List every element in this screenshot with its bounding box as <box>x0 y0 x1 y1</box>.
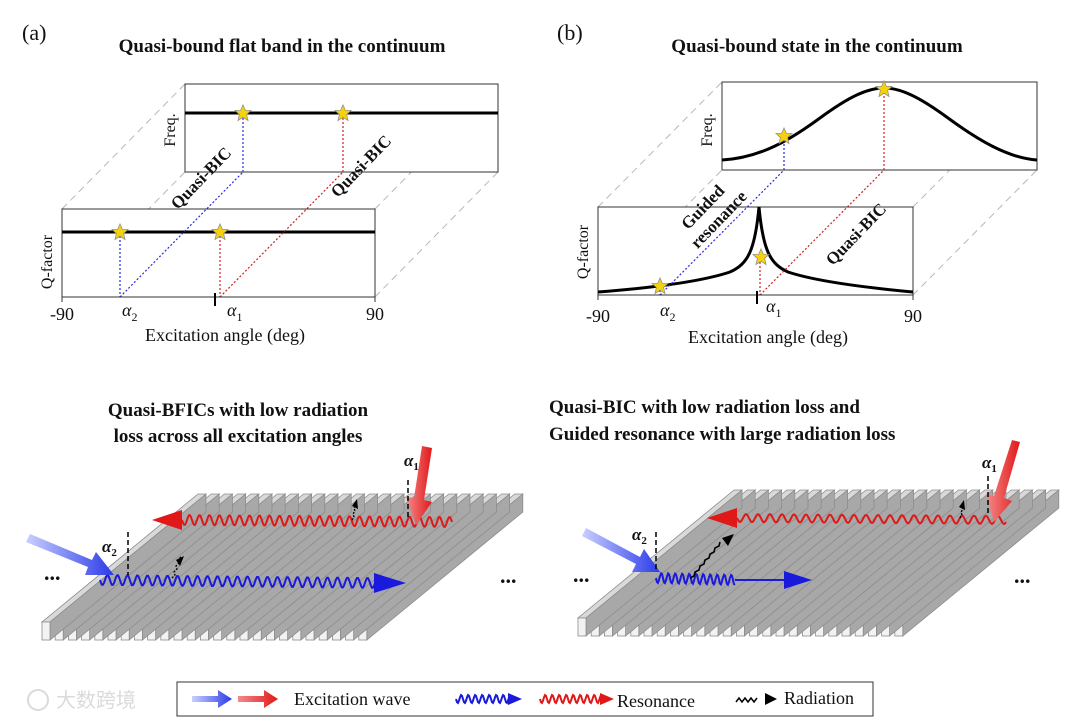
grating-a-overlays: α2 α1 <box>26 446 453 593</box>
panel-a-letter: (a) <box>22 20 46 45</box>
grating-a-blue-resonance-arrowhead <box>374 573 406 593</box>
grating-a-right-dots: ... <box>500 563 517 588</box>
panel-a-caption-line1: Quasi-BFICs with low radiation <box>108 400 369 421</box>
grating-a-blue-resonance-wave <box>99 574 377 589</box>
panel-a-q-label: Q-factor <box>39 234 56 289</box>
grating-b-radiation-large <box>689 541 721 579</box>
panel-a-title: Quasi-bound flat band in the continuum <box>119 36 446 57</box>
legend-excitation-label: Excitation wave <box>294 689 410 709</box>
panel-a-blue-connector <box>119 113 244 298</box>
panel-a-caption-line2: loss across all excitation angles <box>114 426 363 447</box>
grating-a-alpha2: α2 <box>102 537 117 559</box>
grating-a-left-dots: ... <box>44 560 61 585</box>
panel-a-x-max: 90 <box>366 304 384 324</box>
watermark-logo-icon <box>27 689 49 711</box>
legend-blue-excitation-icon <box>192 690 232 708</box>
legend-blue-resonance-icon <box>455 693 511 705</box>
grating-b-red-resonance-wave <box>736 512 1007 526</box>
panel-b-x-min: -90 <box>586 306 610 326</box>
legend-red-excitation-icon <box>238 690 278 708</box>
grating-a-red-excitation-arrow <box>406 446 432 525</box>
grating-ridge-front <box>577 617 587 637</box>
grating-b-blue-resonance-arrowhead <box>784 571 812 589</box>
watermark: 大数跨境 <box>27 689 136 712</box>
grating-a-red-resonance-arrowhead <box>152 510 182 530</box>
legend-red-resonance-icon <box>539 693 603 705</box>
legend-radiation-label: Radiation <box>784 688 854 708</box>
panel-b-letter: (b) <box>557 20 583 45</box>
panel-b-alpha2: α2 <box>660 300 675 324</box>
watermark-text: 大数跨境 <box>56 689 136 712</box>
grating-a-red-resonance-wave <box>181 514 453 528</box>
legend-resonance-label: Resonance <box>617 691 695 711</box>
grating-b-alpha2: α2 <box>632 525 647 547</box>
panel-a-alpha2: α2 <box>122 300 137 324</box>
panel-b-xlabel: Excitation angle (deg) <box>688 327 848 348</box>
grating-b-overlays: α2 α1 <box>582 440 1020 589</box>
grating-b <box>576 489 1060 637</box>
grating-b-red-excitation-arrow <box>986 440 1020 522</box>
grating-b-alpha1: α1 <box>982 453 997 475</box>
panel-a-q-box <box>61 208 376 298</box>
panel-b-alpha1: α1 <box>766 296 781 320</box>
panel-b-x-max: 90 <box>904 306 922 326</box>
grating-a-blue-excitation-arrow <box>26 534 114 575</box>
panel-a-freq-label: Freq. <box>162 113 179 146</box>
legend-radiation-icon <box>735 696 758 704</box>
grating-ridge-front <box>41 621 51 641</box>
legend: Excitation wave Resonance Radiation <box>176 681 874 717</box>
panel-b-caption-line2: Guided resonance with large radiation lo… <box>549 424 895 445</box>
panel-b-q-box <box>597 206 914 296</box>
panel-b-title: Quasi-bound state in the continuum <box>671 36 963 57</box>
panel-b-q-label: Q-factor <box>575 224 592 279</box>
panel-b-q-curve <box>597 206 914 294</box>
grating-b-blue-excitation-arrow <box>582 528 660 572</box>
panel-b-caption-line1: Quasi-BIC with low radiation loss and <box>549 397 860 418</box>
grating-b-blue-resonance-wave <box>655 571 786 587</box>
grating-a <box>40 493 524 641</box>
grating-b-red-resonance-arrowhead <box>707 508 737 528</box>
grating-a-alpha1: α1 <box>404 451 419 473</box>
panel-a-alpha1: α1 <box>227 300 242 324</box>
panel-a-freq-box <box>184 83 499 173</box>
panel-a-red-connector <box>219 113 344 298</box>
panel-a-xlabel: Excitation angle (deg) <box>145 325 305 346</box>
panel-b: (b) Quasi-bound state in the continuum F… <box>557 20 1038 348</box>
grating-b-right-dots: ... <box>1014 563 1031 588</box>
panel-a-x-min: -90 <box>50 304 74 324</box>
panel-a: (a) Quasi-bound flat band in the continu… <box>22 20 499 346</box>
panel-b-freq-box <box>721 81 1038 171</box>
panel-b-red-connector <box>759 89 885 296</box>
panel-b-freq-label: Freq. <box>699 113 716 146</box>
grating-b-left-dots: ... <box>573 562 590 587</box>
grating-a-radiation-2 <box>351 504 357 521</box>
